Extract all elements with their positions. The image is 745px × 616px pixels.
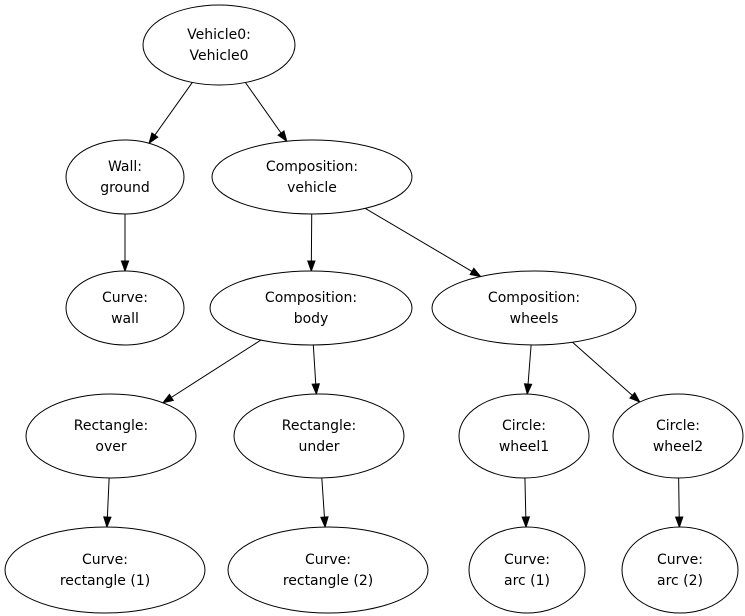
graph-node-over[interactable]: Rectangle: over — [25, 393, 197, 479]
graph-edge — [524, 477, 527, 518]
node-label-name: rectangle (2) — [283, 573, 373, 589]
graph-edge-arrowhead — [629, 391, 641, 404]
node-label-name: under — [298, 439, 339, 455]
graph-node-rect1[interactable]: Curve: rectangle (1) — [4, 526, 206, 614]
graph-node-wheel2[interactable]: Circle: wheel2 — [612, 393, 744, 479]
node-shape — [621, 526, 739, 614]
node-label-name: wheels — [510, 311, 559, 327]
graph-edge — [527, 344, 532, 385]
graph-node-under[interactable]: Rectangle: under — [233, 393, 405, 479]
node-label-type: Composition: — [265, 290, 357, 306]
node-label-name: ground — [100, 180, 150, 196]
node-label-type: Rectangle: — [74, 418, 148, 434]
graph-edge-arrowhead — [469, 267, 482, 278]
node-label-name: Vehicle0 — [190, 48, 249, 64]
graph-node-wheels[interactable]: Composition: wheels — [431, 270, 637, 346]
graph-node-vehicle0[interactable]: Vehicle0: Vehicle0 — [142, 4, 296, 86]
node-shape — [612, 393, 744, 479]
graph-edge-arrowhead — [307, 260, 316, 273]
graph-node-arc1[interactable]: Curve: arc (1) — [468, 526, 586, 614]
node-shape — [233, 393, 405, 479]
graph-edge — [321, 477, 325, 518]
node-shape — [25, 393, 197, 479]
node-label-type: Curve: — [504, 552, 550, 568]
node-layer: Vehicle0:Vehicle0Wall:groundComposition:… — [4, 4, 744, 614]
graph-node-rect2[interactable]: Curve: rectangle (2) — [227, 526, 429, 614]
graph-edge-arrowhead — [523, 383, 533, 396]
graph-edge — [572, 341, 633, 396]
node-shape — [65, 139, 185, 215]
node-label-type: Composition: — [488, 290, 580, 306]
graph-edge-arrowhead — [161, 393, 175, 404]
graph-edge — [154, 82, 193, 136]
graph-node-vehicle[interactable]: Composition: vehicle — [211, 139, 413, 215]
node-label-name: arc (2) — [657, 573, 703, 589]
graph-edge — [364, 207, 473, 272]
node-shape — [468, 526, 586, 614]
node-shape — [227, 526, 429, 614]
node-label-name: vehicle — [287, 180, 337, 196]
graph-edge-arrowhead — [120, 260, 130, 273]
node-label-type: Wall: — [108, 159, 142, 175]
node-shape — [4, 526, 206, 614]
graph-edge — [245, 82, 282, 134]
node-label-name: wheel2 — [653, 439, 703, 455]
node-label-type: Vehicle0: — [187, 27, 251, 43]
node-label-name: over — [95, 439, 126, 455]
graph-edge-arrowhead — [148, 132, 159, 145]
graph-node-wheel1[interactable]: Circle: wheel1 — [458, 393, 590, 479]
node-shape — [211, 139, 413, 215]
node-label-name: rectangle (1) — [60, 573, 150, 589]
graph-edge-arrowhead — [521, 516, 531, 529]
graph-edge — [106, 477, 110, 518]
graph-node-wall[interactable]: Curve: wall — [65, 270, 185, 346]
node-label-name: arc (1) — [504, 573, 550, 589]
node-shape — [431, 270, 637, 346]
node-shape — [458, 393, 590, 479]
node-shape — [142, 4, 296, 86]
node-label-type: Curve: — [82, 552, 128, 568]
graph-edge-arrowhead — [311, 383, 321, 396]
node-shape — [65, 270, 185, 346]
node-label-name: body — [294, 311, 329, 327]
node-label-type: Curve: — [305, 552, 351, 568]
node-label-type: Circle: — [502, 418, 546, 434]
node-label-type: Rectangle: — [282, 418, 356, 434]
graph-node-arc2[interactable]: Curve: arc (2) — [621, 526, 739, 614]
node-label-type: Curve: — [657, 552, 703, 568]
graph-edge-arrowhead — [674, 516, 684, 529]
graph-edge-arrowhead — [277, 130, 288, 143]
node-label-type: Circle: — [656, 418, 700, 434]
graph-edge — [678, 477, 680, 518]
node-label-name: wheel1 — [499, 439, 549, 455]
graph-node-body[interactable]: Composition: body — [209, 270, 413, 346]
graph-node-ground[interactable]: Wall: ground — [65, 139, 185, 215]
edge-layer — [103, 82, 684, 529]
graph-edge-arrowhead — [103, 516, 112, 529]
graph-edge — [312, 344, 317, 385]
node-label-type: Curve: — [102, 290, 148, 306]
graph-edge — [171, 339, 262, 398]
node-label-type: Composition: — [266, 159, 358, 175]
node-label-name: wall — [111, 311, 139, 327]
node-shape — [209, 270, 413, 346]
graph-edge-arrowhead — [320, 516, 329, 529]
